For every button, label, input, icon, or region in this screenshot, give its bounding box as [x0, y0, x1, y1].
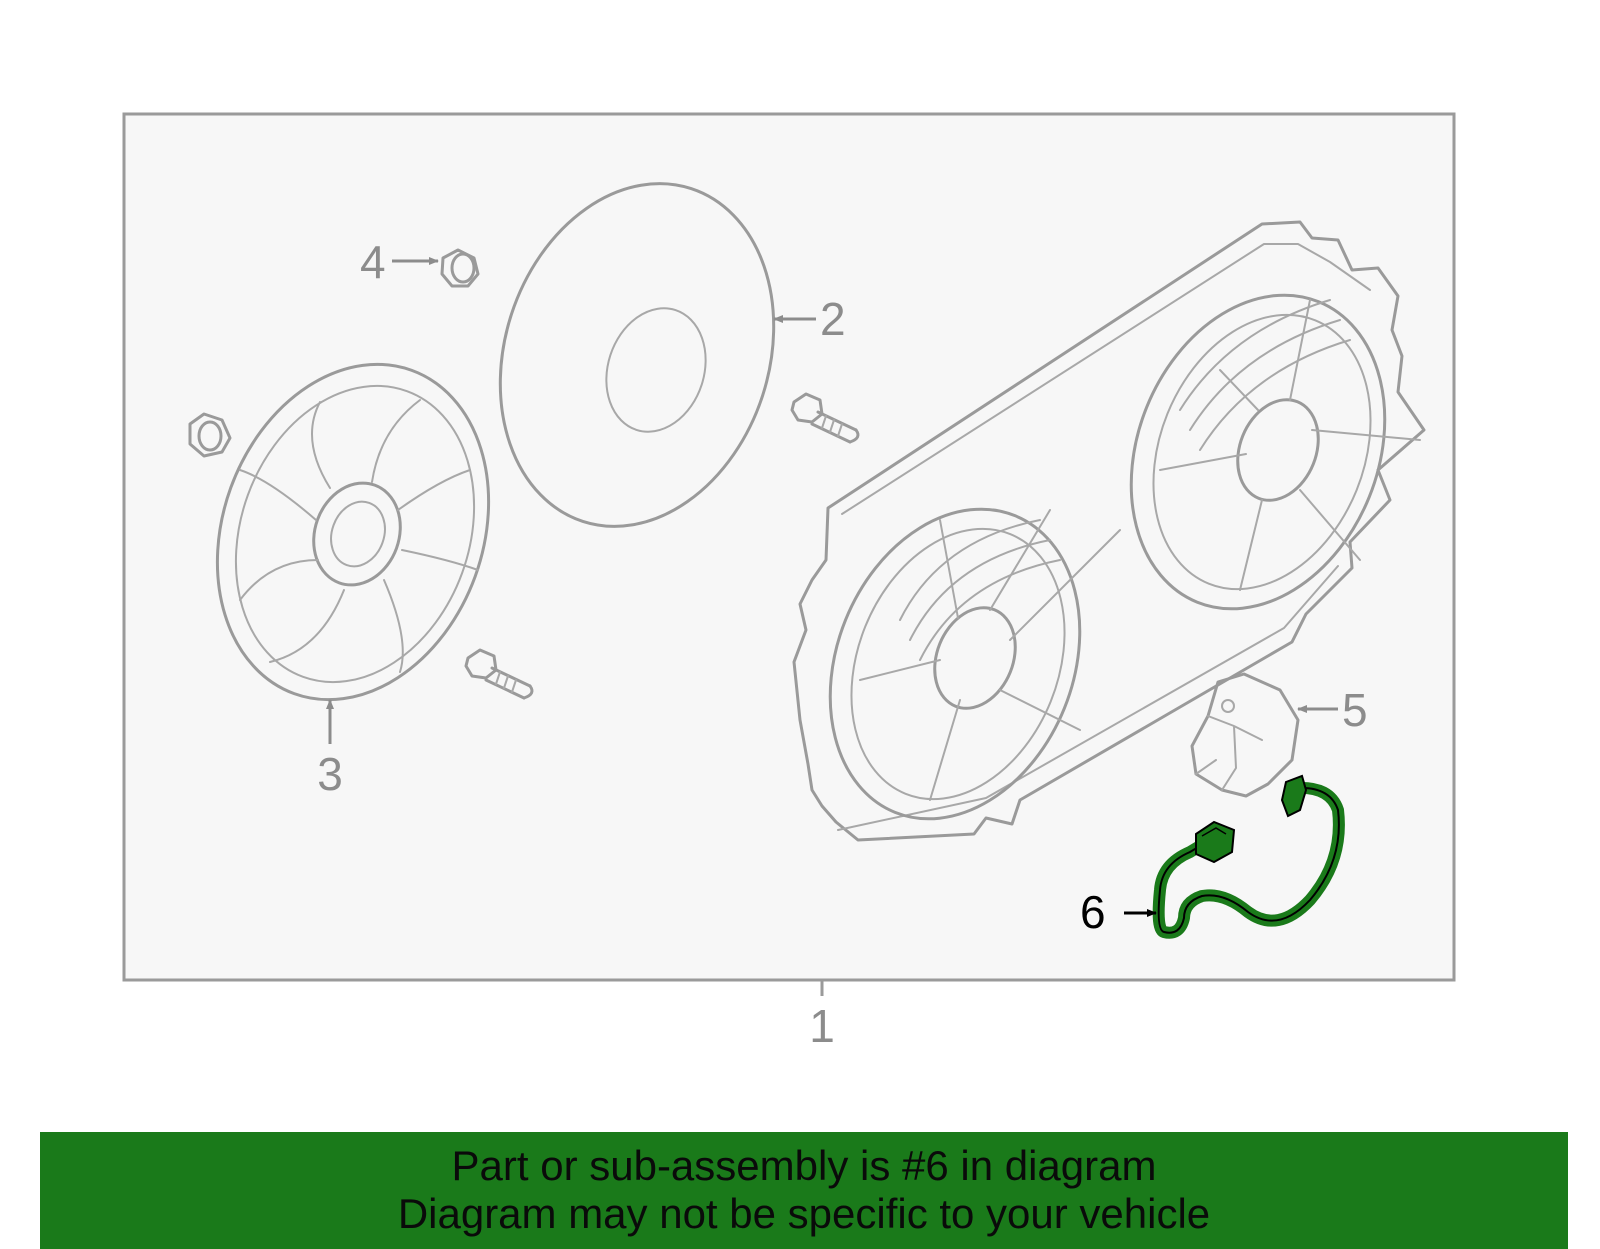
- callout-4-label: 4: [360, 236, 386, 288]
- callout-6-label: 6: [1080, 886, 1106, 938]
- bolt-lower: [464, 648, 534, 700]
- callout-5-label: 5: [1342, 684, 1368, 736]
- part-3-fan-blade: [215, 362, 491, 702]
- info-banner: Part or sub-assembly is #6 in diagram Di…: [40, 1132, 1568, 1249]
- callout-2-label: 2: [820, 293, 846, 345]
- harness-connector-left: [1195, 820, 1236, 864]
- part-6-wiring-harness: [1152, 774, 1345, 939]
- callout-3-label: 3: [317, 748, 343, 800]
- fan-nut: [188, 412, 232, 458]
- banner-line-2: Diagram may not be specific to your vehi…: [397, 1190, 1211, 1237]
- banner-line-1: Part or sub-assembly is #6 in diagram: [451, 1142, 1157, 1189]
- part-2-shroud-disc: [498, 182, 776, 528]
- part-4-nut: [440, 248, 480, 288]
- callout-1-label: 1: [809, 1000, 835, 1052]
- bolt-upper: [790, 392, 860, 444]
- part-5-control-module: [1190, 672, 1300, 798]
- part-1-fan-assembly: [792, 220, 1426, 842]
- assembly-frame: [122, 112, 1456, 982]
- harness-connector-right: [1280, 774, 1308, 818]
